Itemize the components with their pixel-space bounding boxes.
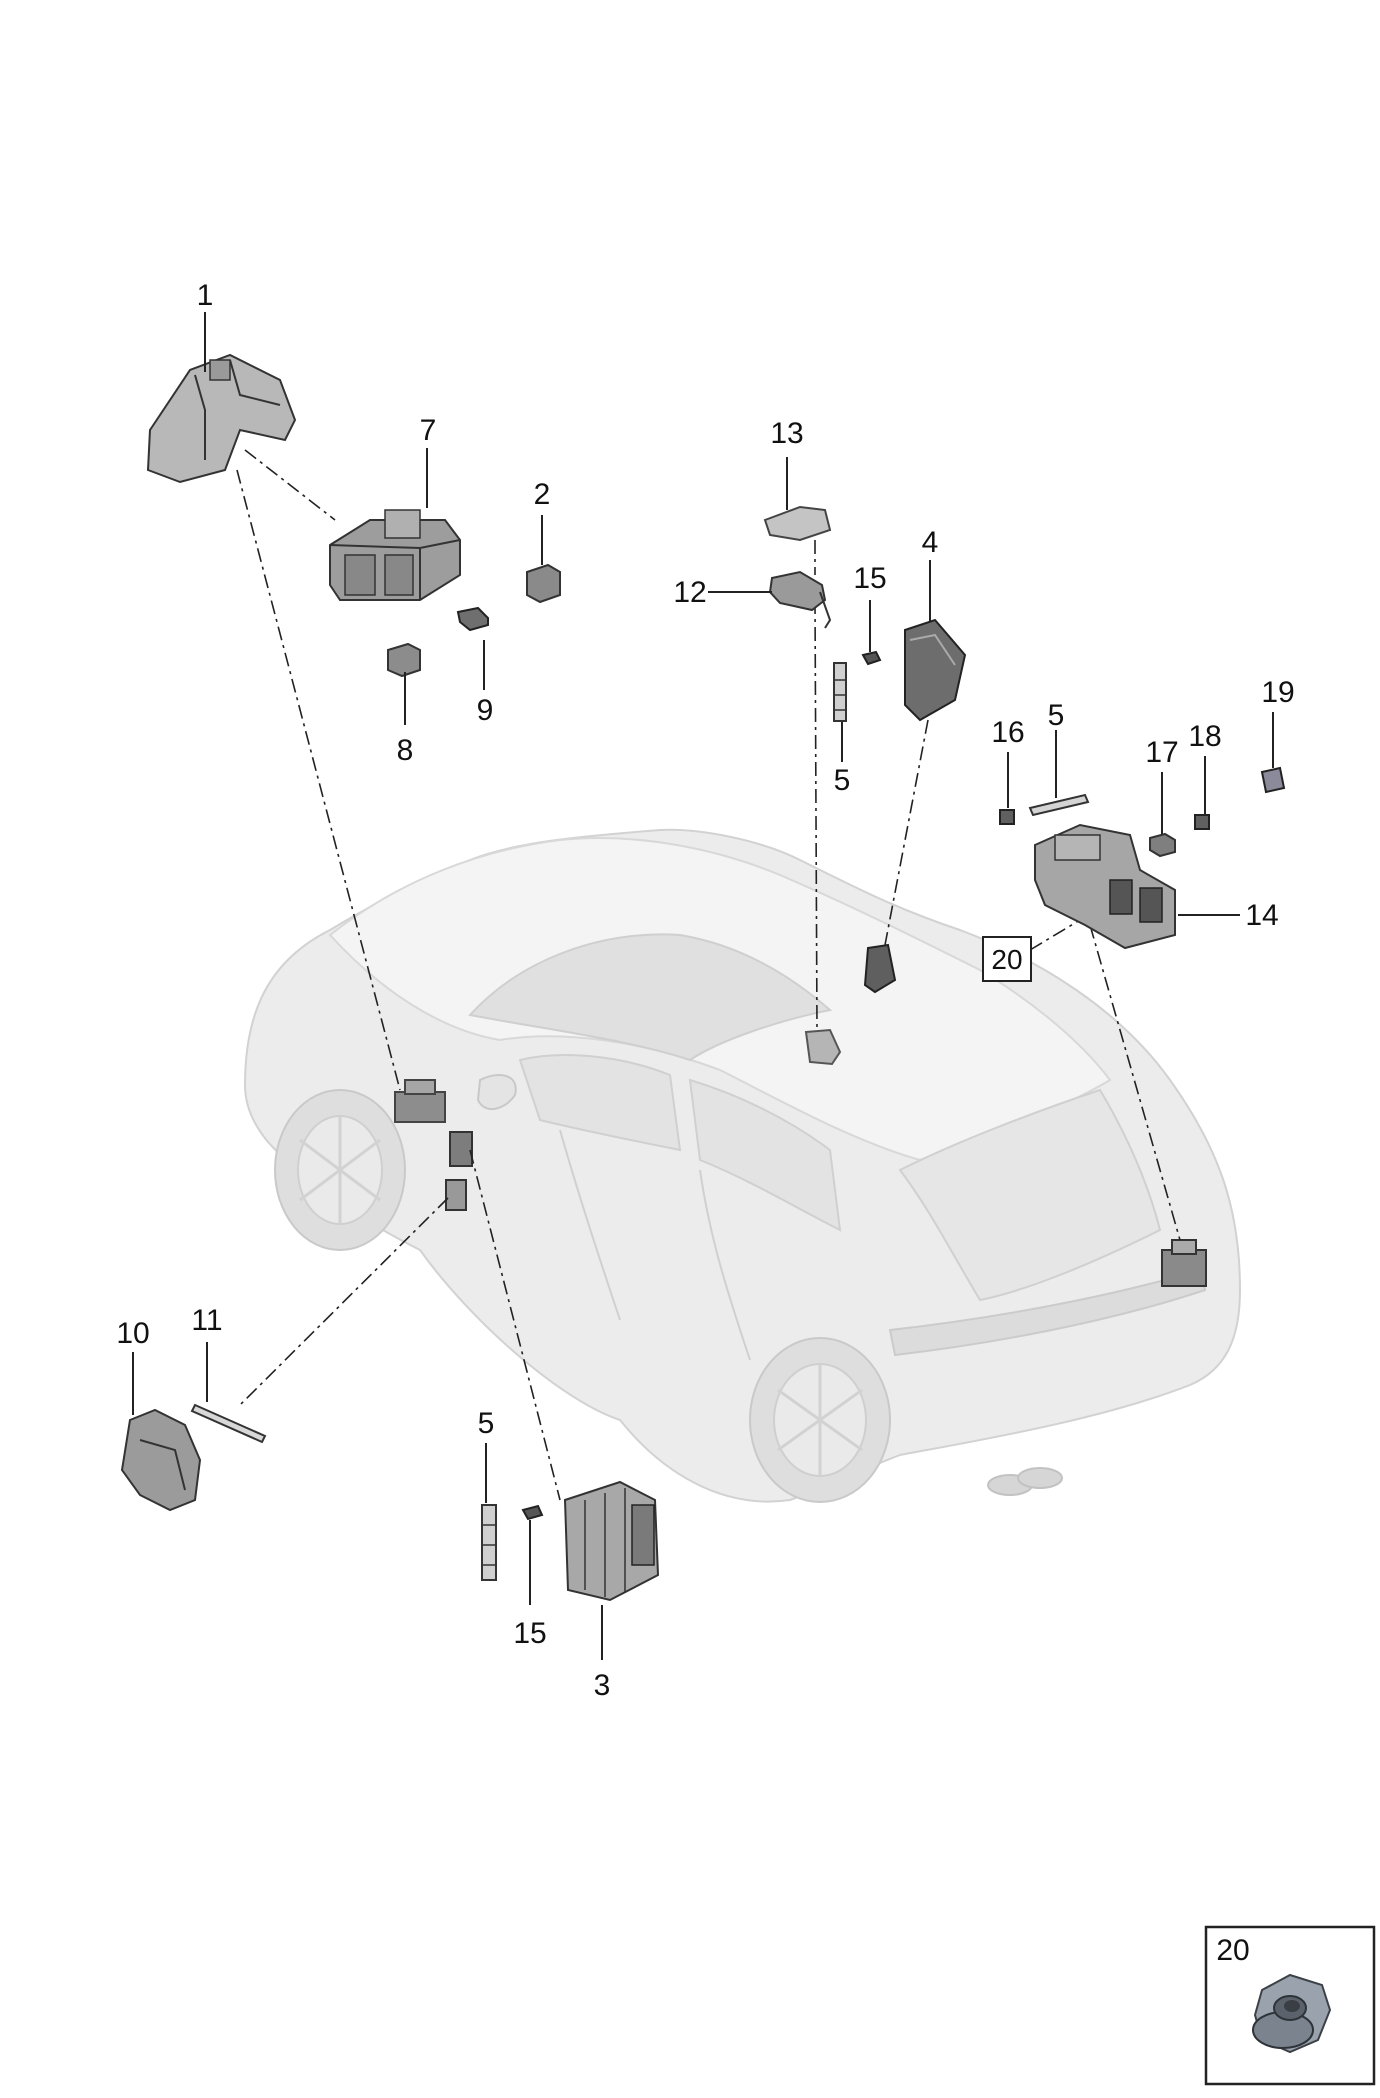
part-11-strip — [190, 1403, 267, 1444]
install-location-rear-relay-carrier — [1161, 1239, 1207, 1287]
callout-7: 7 — [420, 414, 437, 447]
callout-18: 18 — [1188, 720, 1221, 753]
callout-13: 13 — [770, 417, 803, 450]
vehicle-body — [243, 828, 1242, 1503]
flange-nut-icon — [1252, 1973, 1332, 2054]
callout-5-upper: 5 — [834, 764, 851, 797]
part-8-relay — [387, 642, 421, 678]
part-19-fuse — [1260, 766, 1286, 794]
front-wheel — [274, 1089, 406, 1251]
part-16-fuse — [999, 809, 1015, 825]
connector-lines — [236, 449, 1181, 1501]
car-tail-light — [888, 1268, 1207, 1357]
connector-line — [1029, 919, 1081, 951]
callout-labels: 1 7 2 9 8 13 12 15 5 4 16 5 17 18 19 14 … — [116, 279, 1294, 1702]
part-5-fuse-strip-lower — [481, 1504, 497, 1581]
callout-16: 16 — [991, 716, 1024, 749]
part-12-control-unit — [768, 570, 832, 629]
callout-1: 1 — [197, 279, 214, 312]
callout-15-upper: 15 — [853, 562, 886, 595]
part-10-bracket — [120, 1408, 202, 1512]
car-rear-window — [898, 1088, 1162, 1302]
car-side-mirror — [476, 1074, 517, 1110]
part-4-trim-panel — [904, 618, 967, 722]
inset-part-20-label: 20 — [1216, 1934, 1249, 1967]
install-location-front-fusebox — [394, 1079, 446, 1123]
part-13-cover — [763, 505, 832, 542]
car-side-window-rear — [688, 1078, 842, 1232]
callout-4: 4 — [922, 526, 939, 559]
part-15-fuse-upper — [861, 650, 882, 666]
boxed-callout-20: 20 — [982, 936, 1032, 982]
connector-line — [814, 599, 818, 1031]
part-5-fuse-strip-upper — [833, 662, 847, 722]
part-7-relay-block — [329, 509, 461, 601]
connector-line — [239, 1197, 449, 1406]
callout-12: 12 — [673, 576, 706, 609]
callout-17: 17 — [1145, 736, 1178, 769]
part-15-fuse-lower — [521, 1504, 544, 1521]
inset-part-20: 20 — [1204, 1925, 1376, 2086]
part-17-relay — [1149, 832, 1176, 858]
connector-line — [469, 1149, 561, 1501]
callout-3: 3 — [594, 1669, 611, 1702]
connector-line — [1089, 924, 1181, 1241]
part-14-relay-carrier — [1034, 823, 1176, 950]
install-location-roof-module — [804, 1028, 842, 1066]
callout-11: 11 — [191, 1304, 222, 1337]
connector-line — [236, 469, 401, 1091]
car-exhaust — [1017, 1467, 1063, 1489]
callout-9: 9 — [477, 694, 494, 727]
install-location-dash-module — [863, 943, 897, 994]
car-door-line — [559, 1129, 621, 1321]
part-5-fuse-strip-right — [1028, 793, 1090, 817]
part-1-bracket — [146, 353, 297, 484]
part-2-relay — [526, 563, 561, 604]
callout-2: 2 — [534, 478, 551, 511]
connector-line — [244, 449, 336, 521]
callout-14: 14 — [1245, 899, 1278, 932]
part-18-fuse — [1194, 814, 1210, 830]
callout-15-lower: 15 — [513, 1617, 546, 1650]
callout-10: 10 — [116, 1317, 149, 1350]
callout-19: 19 — [1261, 676, 1294, 709]
install-location-a-pillar-module — [445, 1131, 473, 1211]
connector-line — [884, 719, 929, 946]
part-9-small-relay — [456, 606, 489, 632]
boxed-callout-20-label: 20 — [991, 944, 1022, 975]
callout-8: 8 — [397, 734, 414, 767]
leader-lines — [132, 312, 1274, 1660]
car-windshield — [468, 933, 833, 1062]
car-side-window-front — [518, 1054, 682, 1152]
rear-wheel — [749, 1337, 891, 1503]
part-3-fuse-carrier — [563, 1480, 660, 1602]
callout-5-right: 5 — [1048, 699, 1065, 732]
callout-5-lower: 5 — [478, 1407, 495, 1440]
car-door-line — [699, 1169, 751, 1361]
